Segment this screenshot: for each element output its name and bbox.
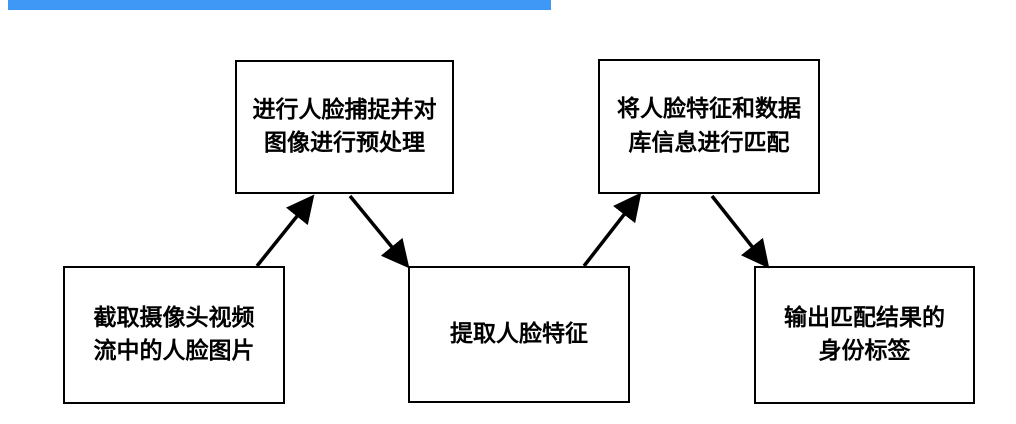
step-output-identity-line1: 输出匹配结果的 (784, 304, 945, 331)
step-database-matching-line2: 库信息进行匹配 (628, 129, 790, 156)
step-database-matching: 将人脸特征和数据 库信息进行匹配 (598, 59, 820, 194)
step-feature-extraction-line1: 提取人脸特征 (450, 320, 588, 347)
top-accent-bar (8, 0, 551, 10)
step-feature-extraction: 提取人脸特征 (408, 266, 630, 403)
arrow-step2-to-step3 (348, 194, 410, 269)
arrow-step3-to-step4 (582, 192, 642, 268)
step-face-detection-preprocess-line2: 图像进行预处理 (264, 130, 425, 156)
arrow-step1-to-step2 (255, 194, 315, 268)
step-output-identity-line2: 身份标签 (818, 338, 911, 364)
step-capture-frame-line1: 截取摄像头视频 (93, 304, 255, 331)
step-database-matching-line1: 将人脸特征和数据 (617, 96, 801, 123)
step-capture-frame-line2: 流中的人脸图片 (93, 338, 255, 364)
step-output-identity: 输出匹配结果的 身份标签 (754, 266, 975, 404)
arrow-step4-to-step5 (710, 194, 770, 269)
step-face-detection-preprocess: 进行人脸捕捉并对 图像进行预处理 (235, 60, 454, 194)
step-capture-frame: 截取摄像头视频 流中的人脸图片 (63, 266, 285, 404)
step-face-detection-preprocess-line1: 进行人脸捕捉并对 (252, 96, 437, 123)
